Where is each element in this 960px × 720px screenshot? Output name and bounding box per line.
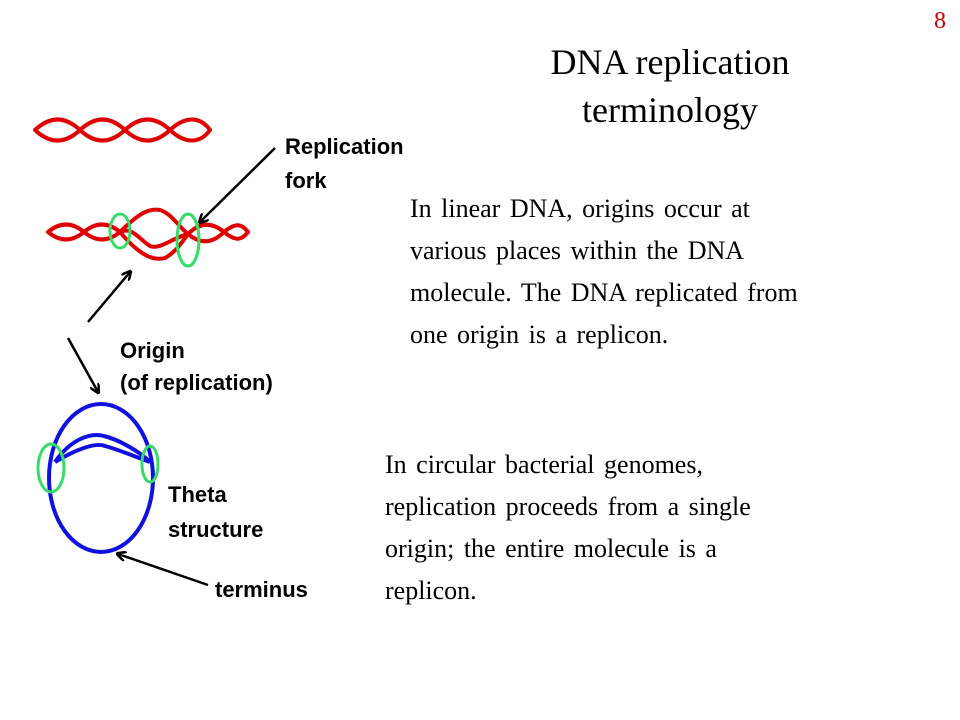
circular-genome-paragraph: In circular bacterial genomes, replicati… [385,444,905,612]
paragraph-line: molecule. The DNA replicated from [410,278,798,307]
paragraph-line: In circular bacterial genomes, [385,450,703,479]
paragraph-line: various places within the DNA [410,236,745,265]
arrow-origin-up [87,272,130,323]
label-replication-fork-1: Replication [285,134,404,159]
fork-marker-circle-left [36,442,66,494]
title-line-2: terminology [582,90,758,130]
paragraph-line: replication proceeds from a single [385,492,751,521]
linear-dna-replication-bubble [46,207,250,261]
label-terminus: terminus [215,577,308,602]
arrow-to-fork [200,147,276,222]
fork-markers-linear [108,212,201,268]
linear-dna-paragraph: In linear DNA, origins occur at various … [410,188,955,356]
linear-dna-unreplicated [33,117,212,143]
fork-markers-circular [36,442,160,494]
fork-marker-left [108,212,132,250]
label-replication-fork-2: fork [285,168,327,193]
label-origin-1: Origin [120,338,185,363]
slide-title: DNA replication terminology [450,38,890,134]
label-theta-1: Theta [168,482,227,507]
paragraph-line: one origin is a replicon. [410,320,669,349]
arrow-origin-down [66,337,98,392]
paragraph-line: In linear DNA, origins occur at [410,194,750,223]
title-line-1: DNA replication [550,42,790,82]
paragraph-line: replicon. [385,576,477,605]
arrow-to-terminus [118,554,209,587]
slide-number: 8 [934,8,946,34]
fork-marker-right [175,212,201,268]
paragraph-line: origin; the entire molecule is a [385,534,717,563]
label-theta-2: structure [168,517,263,542]
fork-marker-circle-right [140,444,160,484]
annotation-arrows [66,147,276,587]
label-origin-2: (of replication) [120,370,273,395]
theta-structure-diagram [47,402,155,554]
